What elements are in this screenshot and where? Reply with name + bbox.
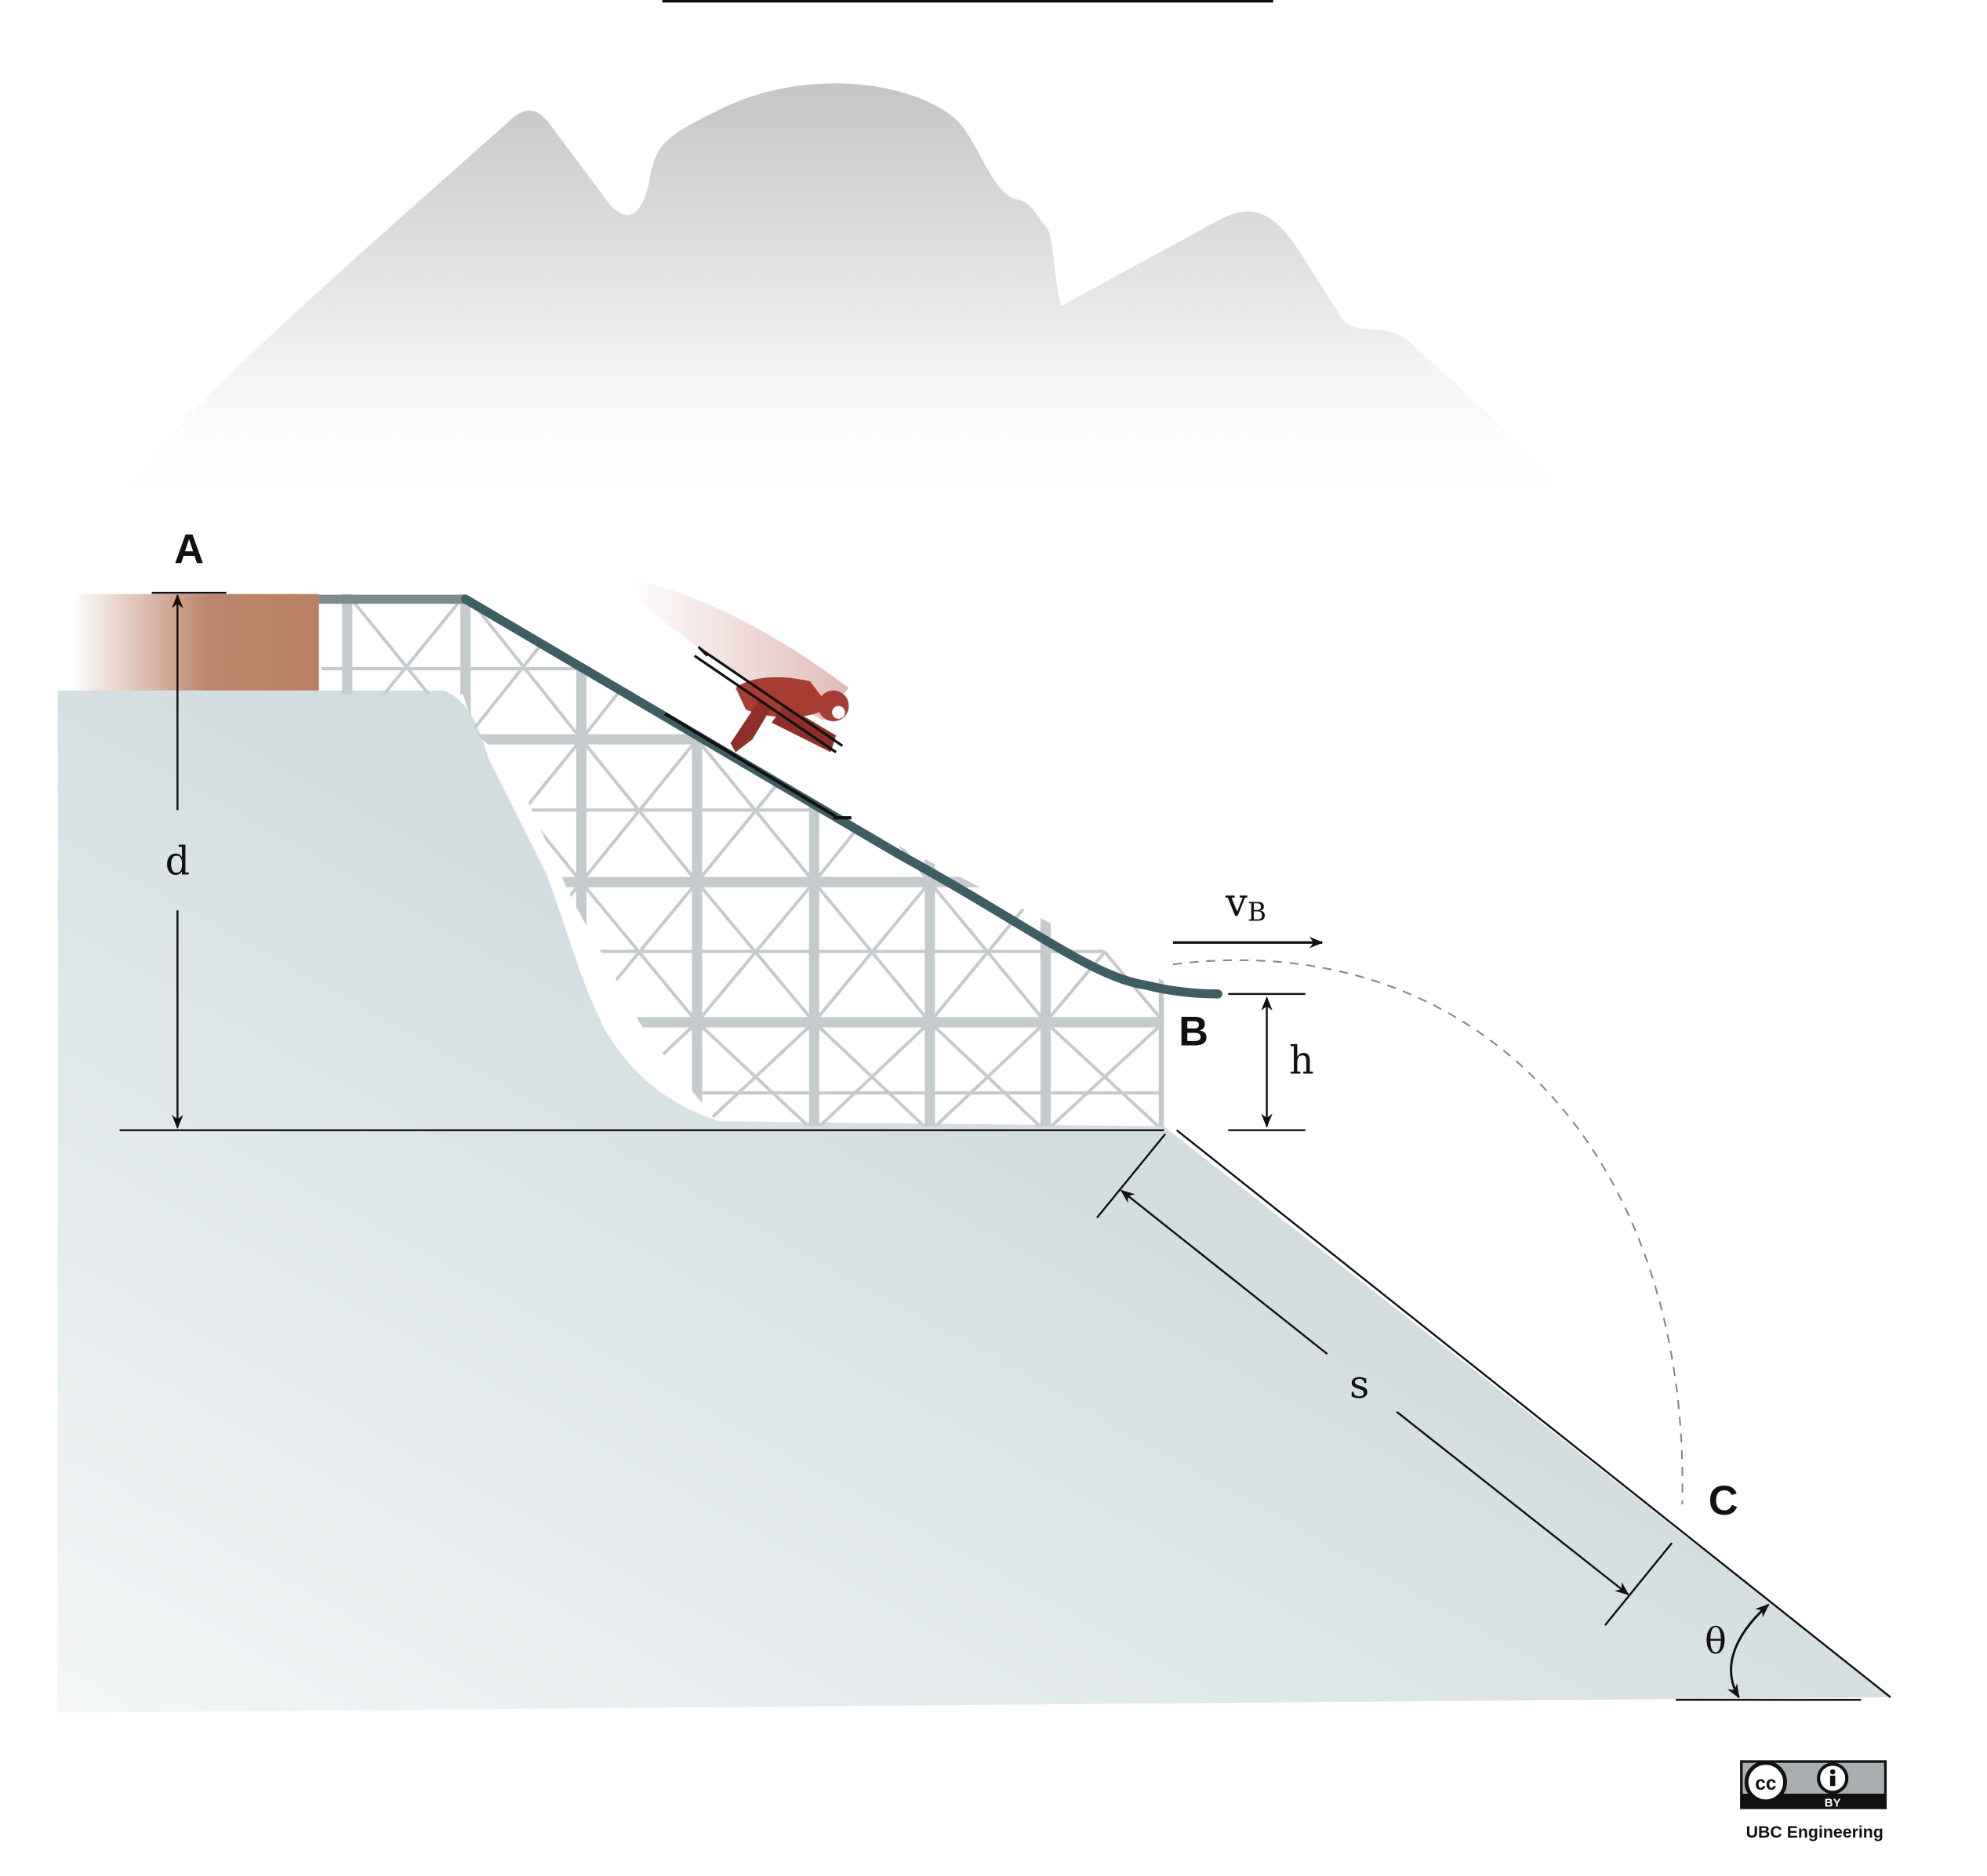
dimension-s-lower — [1396, 1410, 1629, 1595]
skier — [627, 579, 852, 820]
mountain-silhouette — [122, 83, 1557, 515]
svg-text:BY: BY — [1825, 1797, 1841, 1809]
cc-by-badge: cc BY — [1740, 1760, 1887, 1809]
ski-ramp-slope — [460, 594, 1222, 999]
dimension-s-upper — [1120, 1189, 1328, 1355]
label-vb: vB — [1225, 880, 1266, 927]
flight-trajectory — [1172, 959, 1684, 1505]
svg-text:cc: cc — [1755, 1773, 1776, 1794]
skier-helmet — [818, 690, 849, 722]
label-a: A — [174, 526, 204, 572]
label-d: d — [165, 838, 190, 884]
angle-theta-arc — [1727, 1603, 1770, 1699]
label-b: B — [1179, 1008, 1208, 1054]
label-s: s — [1349, 1362, 1369, 1407]
cc-icon — [1744, 1761, 1787, 1804]
label-theta: θ — [1705, 1620, 1727, 1662]
start-block — [71, 593, 319, 691]
label-c: C — [1709, 1478, 1738, 1524]
label-h: h — [1289, 1038, 1314, 1083]
hill-fade — [57, 690, 1891, 1713]
credit-text: UBC Engineering — [1746, 1823, 1883, 1842]
landing-slope — [1175, 1129, 1891, 1698]
